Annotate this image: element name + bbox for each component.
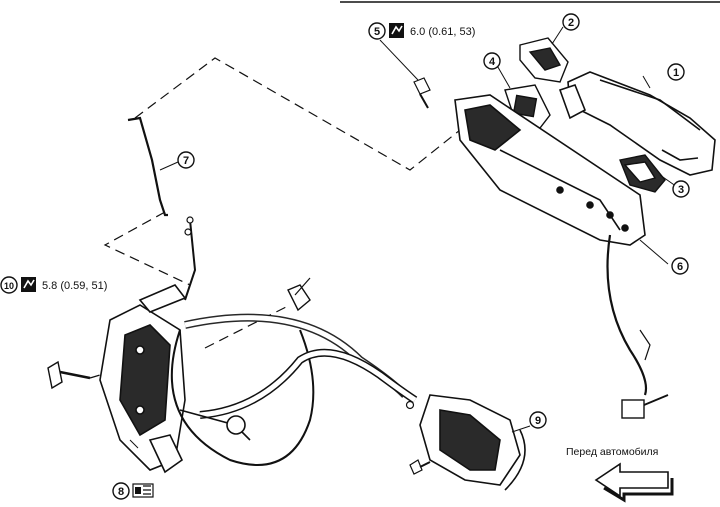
callout-6: 6: [671, 257, 689, 275]
grease-icon: [132, 483, 154, 498]
callout-5: 5: [368, 22, 386, 40]
svg-text:3: 3: [678, 184, 684, 196]
cable-clip: [287, 277, 311, 312]
svg-text:2: 2: [568, 17, 574, 29]
svg-text:9: 9: [535, 415, 541, 427]
screw-10: [47, 360, 91, 390]
cable-connector: [621, 399, 645, 419]
svg-text:6.0 (0.61, 53): 6.0 (0.61, 53): [410, 26, 475, 38]
inside-handle-screw: [409, 459, 431, 475]
svg-text:7: 7: [183, 155, 189, 167]
callout-10: 10: [0, 276, 18, 294]
lock-rod: [127, 116, 168, 217]
callout-3: 3: [672, 180, 690, 198]
outside-handle-bracket: [454, 94, 646, 246]
callout-4: 4: [483, 52, 501, 70]
key-cylinder-escutcheon: [519, 37, 569, 83]
inside-handle-cables: [170, 313, 418, 466]
torque-spec-bolt-10: 5.8 (0.59, 51): [21, 277, 107, 292]
door-lock-actuator: [99, 284, 187, 474]
inside-handle: [419, 394, 526, 491]
rear-gasket: [619, 154, 666, 193]
bolt-5: [413, 77, 431, 109]
callout-2: 2: [562, 13, 580, 31]
torque-spec-bolt-5: 6.0 (0.61, 53): [389, 23, 475, 38]
svg-text:5: 5: [374, 26, 380, 38]
callout-7: 7: [177, 151, 195, 169]
front-direction-indicator: Перед автомобиля: [566, 446, 674, 503]
svg-text:8: 8: [118, 486, 124, 498]
cable-grommet: [226, 415, 246, 435]
front-arrow-icon: [594, 462, 674, 503]
callout-9: 9: [529, 411, 547, 429]
callout-8: 8: [112, 482, 130, 500]
handle-gasket: [504, 84, 551, 129]
svg-text:1: 1: [673, 67, 679, 79]
rod-7-leader: [159, 161, 179, 171]
outside-handle: [558, 71, 716, 176]
svg-text:6: 6: [677, 261, 683, 273]
callout-1: 1: [667, 63, 685, 81]
svg-text:5.8 (0.59, 51): 5.8 (0.59, 51): [42, 280, 107, 292]
lock-knob-cable: [184, 219, 197, 301]
wrench-torque-icon: [21, 277, 36, 292]
svg-text:4: 4: [489, 56, 496, 68]
svg-text:10: 10: [4, 281, 14, 291]
callout-leaders: [129, 26, 681, 449]
svg-text:Перед автомобиля: Перед автомобиля: [566, 446, 658, 458]
handle-cable: [606, 234, 648, 396]
wrench-torque-icon: [389, 23, 404, 38]
